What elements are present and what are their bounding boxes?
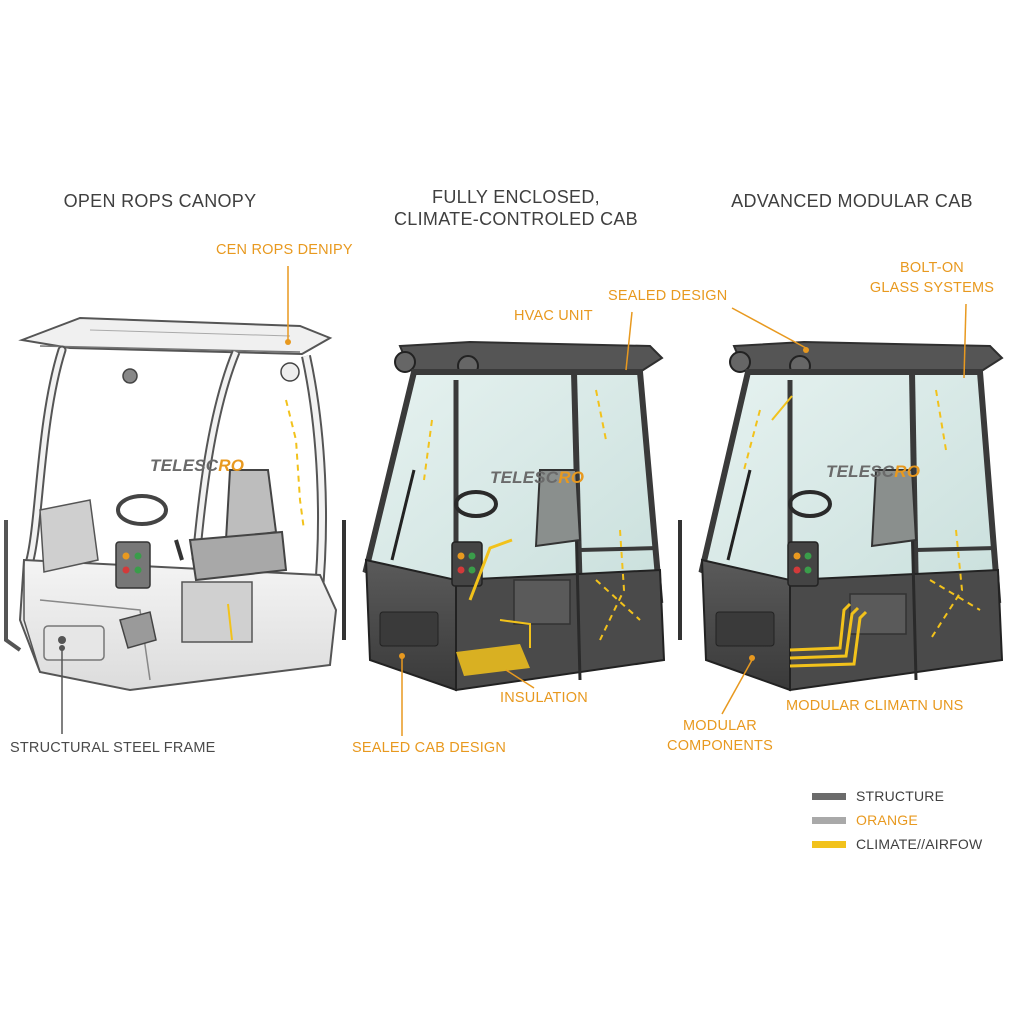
brand-logo-panel-1: TELESCRO [150, 456, 245, 475]
panel-2-title-line-2: CLIMATE-CONTROLED CAB [394, 209, 638, 229]
enclosed-cab-illustration [342, 340, 666, 692]
legend-swatch-orange [812, 816, 846, 824]
callout-modular-components: MODULAR COMPONENTS [658, 716, 782, 756]
panel-3-title: ADVANCED MODULAR CAB [731, 191, 973, 211]
brand-logo-panel-2: TELESCRO [490, 468, 585, 487]
panel-1-title: OPEN ROPS CANOPY [63, 191, 257, 211]
callout-modular-components-line-2: COMPONENTS [667, 738, 773, 754]
callout-hvac-unit: HVAC UNIT [514, 308, 593, 324]
callout-insulation: INSULATION [500, 690, 588, 706]
callout-modular-components-line-1: MODULAR [683, 718, 757, 734]
callout-sealed-cab-design: SEALED CAB DESIGN [352, 740, 507, 756]
legend-item-orange: ORANGE [812, 808, 1012, 832]
legend-label-climate-airflow: CLIMATE//AIRFOW [856, 836, 983, 852]
legend-label-orange: ORANGE [856, 812, 918, 828]
callout-canopy: CEN ROPS DENIPY [216, 242, 353, 258]
modular-cab-illustration [678, 340, 1004, 692]
legend: STRUCTURE ORANGE CLIMATE//AIRFOW [812, 784, 1012, 856]
panel-2-title: FULLY ENCLOSED, CLIMATE-CONTROLED CAB [376, 186, 656, 230]
open-rops-canopy-illustration [3, 316, 338, 692]
panel-2-title-line-1: FULLY ENCLOSED, [432, 187, 600, 207]
callout-sealed-design: SEALED DESIGN [608, 288, 728, 304]
callout-glass-systems-line-1: BOLT-ON [900, 260, 964, 276]
legend-swatch-structure [812, 792, 846, 800]
legend-label-structure: STRUCTURE [856, 788, 945, 804]
legend-item-structure: STRUCTURE [812, 784, 1012, 808]
legend-item-climate-airflow: CLIMATE//AIRFOW [812, 832, 1012, 856]
legend-swatch-climate-airflow [812, 840, 846, 848]
brand-logo-panel-3: TELESCRO [826, 462, 921, 481]
callout-leaders [59, 266, 967, 736]
callout-modular-climate-units: MODULAR CLIMATN UNS [786, 698, 964, 714]
callout-glass-systems: BOLT-ON GLASS SYSTEMS [852, 258, 1012, 298]
callout-structural-frame: STRUCTURAL STEEL FRAME [10, 740, 216, 756]
callout-glass-systems-line-2: GLASS SYSTEMS [869, 280, 995, 296]
